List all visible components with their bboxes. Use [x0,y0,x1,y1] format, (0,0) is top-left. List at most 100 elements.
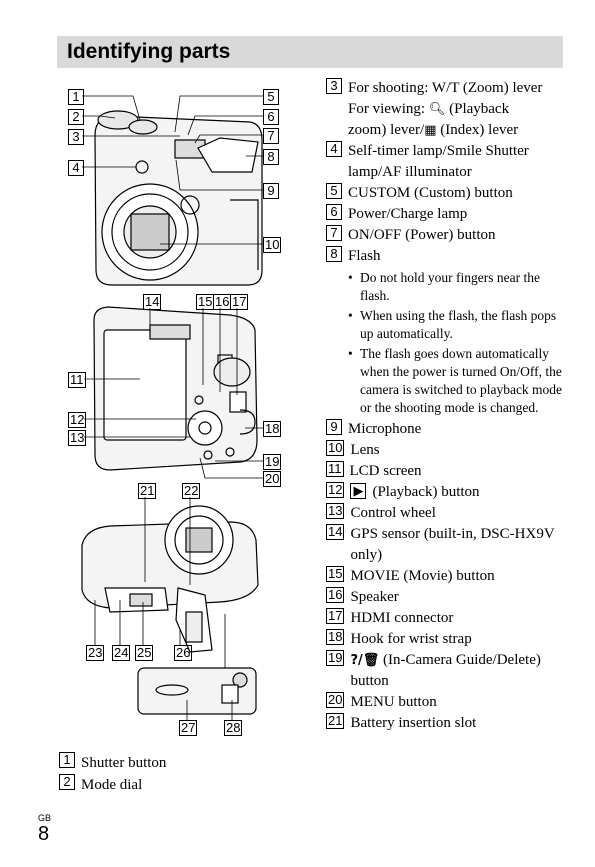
page-number: 8 [38,823,50,845]
callout-5: 5 [263,89,279,105]
list-item-7: 7 ON/OFF (Power) button [326,225,571,246]
item-number: 9 [326,419,342,435]
item-number: 11 [326,461,344,477]
list-item-16: 16 Speaker [326,587,571,608]
item-text: Lens [350,442,380,458]
item-text: (Playback) button [372,484,480,500]
item-number: 18 [326,629,345,645]
item-text: CUSTOM (Custom) button [348,185,513,201]
callout-20: 20 [263,471,282,487]
callout-19: 19 [263,454,282,470]
callout-8: 8 [263,149,279,165]
callout-14: 14 [143,294,162,310]
help-delete-icon: ?/🗑︎ [350,653,380,668]
item-text: Self-timer lamp/Smile Shutter lamp/AF il… [348,143,529,180]
item-number: 14 [326,524,345,540]
list-item-12: 12▶(Playback) button [326,482,571,503]
item-number: 17 [326,608,345,624]
list-item-19: 19 ?/🗑︎ (In-Camera Guide/Delete) button [326,650,571,692]
flash-notes: Do not hold your fingers near the flash.… [348,269,571,417]
item-number: 8 [326,246,342,262]
item-text: Shutter button [81,755,167,771]
callout-15: 15 [196,294,215,310]
item-number: 5 [326,183,342,199]
item-text: Flash [348,248,381,264]
list-item-4: 4 Self-timer lamp/Smile Shutter lamp/AF i… [326,141,571,183]
item-text: Microphone [348,421,422,437]
item-text: ON/OFF (Power) button [348,227,496,243]
index-grid-icon: ▦ [424,123,437,138]
item-number: 7 [326,225,342,241]
section-header: Identifying parts [57,36,563,68]
callout-6: 6 [263,109,279,125]
list-item-10: 10 Lens [326,440,571,461]
item-number: 10 [326,440,345,456]
callout-16: 16 [213,294,232,310]
item-text: (In-Camera Guide/Delete) button [350,652,541,689]
item-text: Battery insertion slot [350,715,477,731]
callout-11: 11 [68,372,86,388]
back-leader-lines [84,308,263,479]
item-text: HDMI connector [350,610,454,626]
callout-10: 10 [263,237,282,253]
callout-18: 18 [263,421,282,437]
flash-note: Do not hold your fingers near the flash. [348,269,571,305]
item-number: 16 [326,587,345,603]
bottom-leader-lines [94,497,233,720]
language-code: GB [38,813,52,823]
list-item-6: 6 Power/Charge lamp [326,204,571,225]
item-text: GPS sensor (built-in, DSC-HX9V only) [350,526,555,563]
callout-23: 23 [86,645,105,661]
callout-2: 2 [68,109,84,125]
item-number: 19 [326,650,345,666]
item-text: Control wheel [350,505,436,521]
callout-17: 17 [230,294,249,310]
item-number: 21 [326,713,345,729]
page-footer: GB 8 [38,813,51,845]
item-text: MENU button [350,694,437,710]
item-number: 20 [326,692,345,708]
item-text: LCD screen [349,463,422,479]
list-item-14: 14 GPS sensor (built-in, DSC-HX9V only) [326,524,571,566]
flash-note: The flash goes down automatically when t… [348,345,571,417]
item-number: 6 [326,204,342,220]
list-item-3: 3 For shooting: W/T (Zoom) lever For vie… [326,78,571,141]
list-item-8: 8 Flash [326,246,571,267]
callout-4: 4 [68,160,84,176]
item-text: Power/Charge lamp [348,206,468,222]
list-item-20: 20 MENU button [326,692,571,713]
callout-24: 24 [112,645,131,661]
list-item-5: 5 CUSTOM (Custom) button [326,183,571,204]
list-item-21: 21 Battery insertion slot [326,713,571,734]
item-text: Speaker [350,589,399,605]
callout-27: 27 [179,720,198,736]
callout-28: 28 [224,720,243,736]
item-number: 2 [59,774,75,790]
callout-12: 12 [68,412,87,428]
camera-front-drawing [94,110,263,286]
playback-icon: ▶ [350,483,367,499]
item-text: Mode dial [81,777,143,793]
magnifier-icon: 🔍︎ [428,102,446,117]
list-item-11: 11 LCD screen [326,461,571,482]
callout-9: 9 [263,183,279,199]
list-item-9: 9 Microphone [326,419,571,440]
item-text: Hook for wrist strap [350,631,472,647]
camera-back-drawing [93,306,258,471]
callout-13: 13 [68,430,87,446]
list-item-2: 2 Mode dial [59,774,166,796]
callout-7: 7 [263,128,279,144]
list-item-17: 17 HDMI connector [326,608,571,629]
callout-21: 21 [138,483,157,499]
item-text-line: For viewing: 🔍︎ (Playback [348,101,510,117]
callout-22: 22 [182,483,201,499]
callout-1: 1 [68,89,84,105]
item-number: 4 [326,141,342,157]
item-number: 3 [326,78,342,94]
item-text-line: zoom) lever/▦ (Index) lever [348,122,519,138]
